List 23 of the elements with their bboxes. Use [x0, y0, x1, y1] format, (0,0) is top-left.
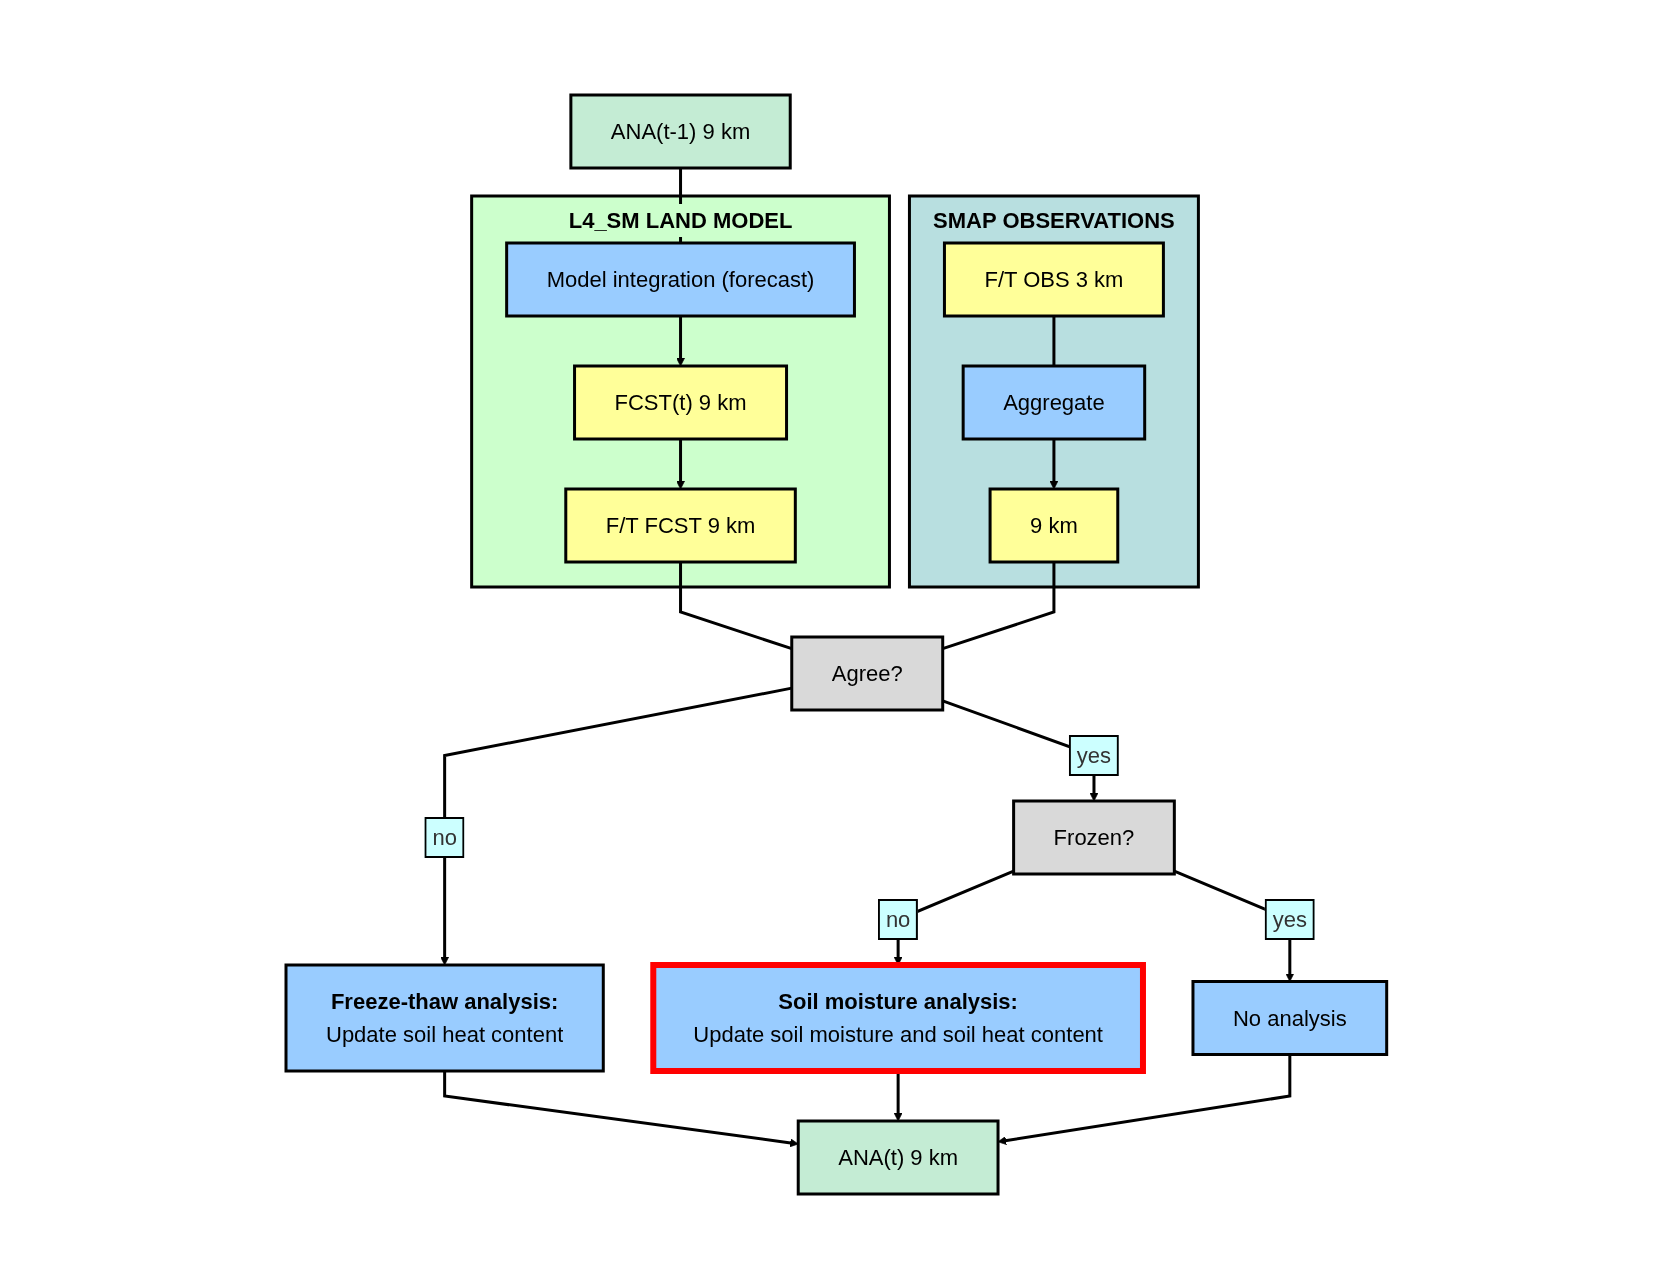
node-box: ANA(t) 9 km — [796, 1119, 1000, 1195]
edge-label: yes — [1077, 742, 1112, 768]
node-box: Model integration (forecast) — [505, 241, 857, 317]
node-box: 9 km — [988, 487, 1120, 563]
edge-label: no — [886, 906, 911, 932]
node-box: F/T FCST 9 km — [564, 487, 797, 563]
edge-label: no — [432, 824, 458, 850]
node-box: FCST(t) 9 km — [573, 364, 789, 440]
node-box: Soil moisture analysis: Update soil moisture and soil heat content — [650, 961, 1147, 1074]
arrow — [676, 315, 686, 366]
node-box: F/T OBS 3 km — [943, 241, 1166, 317]
node-box: Agree? — [790, 635, 945, 711]
arrow — [1049, 438, 1059, 489]
connector — [1052, 315, 1056, 366]
arrow — [676, 438, 686, 489]
edge-label: yes — [1272, 906, 1308, 932]
node-box: Freeze-thaw analysis: Update soil heat content — [284, 963, 605, 1072]
node-box: No analysis — [1191, 979, 1389, 1056]
arrow — [443, 1070, 799, 1147]
node-box: ANA(t-1) 9 km — [569, 93, 792, 169]
node-box: Frozen? — [1012, 799, 1176, 875]
node-box: Aggregate — [961, 364, 1147, 440]
connector — [942, 561, 1056, 650]
